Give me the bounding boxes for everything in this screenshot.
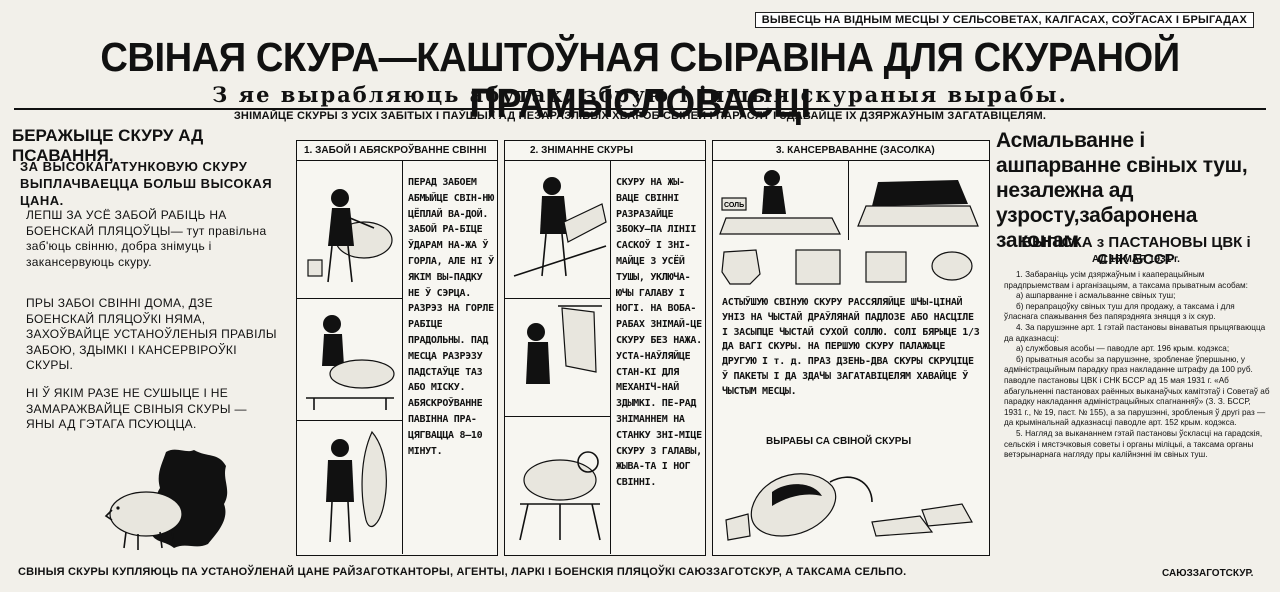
salting-illustration: СОЛЬ: [719, 170, 841, 235]
section-3-title: 3. КАНСЕРВАВАННЕ (ЗАСОЛКА): [776, 145, 935, 156]
law-paragraph-1: 1. Забараніць усім дзяржаўным і кааперац…: [1004, 270, 1248, 290]
extract-title: ВЫПІСКА з ПАСТАНОВЫ ЦВК і СНК БССР: [1021, 234, 1251, 268]
law-paragraph-4: 4. За парушэнне арт. 1 гэтай пастановы в…: [1004, 322, 1266, 343]
section-2-text: СКУРУ НА ЖЫ-ВАЦЕ СВІННІ РАЗРАЗАЙЦЕ ЗБОКУ…: [616, 177, 702, 489]
left-subtitle: ЗА ВЫСОКАГАТУНКОВУЮ СКУРУ ВЫПЛАЧВАЕЦЦА Б…: [20, 159, 273, 208]
section-1-divider: [402, 160, 403, 554]
leather-products-illustration: [725, 473, 973, 541]
subheadline: З яе вырабляюць абутак, збрую і іншыя ск…: [212, 82, 1068, 107]
hanging-skinning-illustration: [526, 305, 602, 384]
bleeding-illustration: [306, 315, 395, 410]
section-3-title-rule: [712, 160, 990, 161]
pig-and-hide-illustration: [104, 449, 228, 550]
machine-skinning-illustration: [519, 451, 601, 541]
rolled-hides-illustration: [721, 249, 973, 285]
signature: САЮЗЗАГОТСКУР.: [1162, 568, 1254, 579]
section-1-panel-rule-1: [296, 298, 402, 299]
section-3-image-divider: [848, 160, 849, 240]
law-paragraph-1b: б) перапрацоўку свіных туш для продажу, …: [1004, 301, 1235, 322]
law-extract: 1. Забараніць усім дзяржаўным і кааперац…: [1004, 270, 1270, 461]
stacked-hides-illustration: [857, 180, 979, 227]
skinning-illustration: [513, 177, 607, 277]
section-2-title: 2. ЗНІМАННЕ СКУРЫ: [530, 145, 634, 156]
headline: СВІНАЯ СКУРА—КАШТОЎНАЯ СЫРАВІНА ДЛЯ СКУР…: [100, 34, 1180, 126]
header-rule: [14, 108, 1266, 110]
section-1-text: ПЕРАД ЗАБОЕМ АБМЫЙЦЕ СВІН-НЮ ЦЁПЛАЙ ВА-Д…: [408, 177, 494, 457]
salt-box-label: СОЛЬ: [724, 202, 744, 209]
slaughter-illustration: [307, 189, 393, 283]
section-1-title: 1. ЗАБОЙ І АБЯСКРОЎВАННЕ СВІННІ: [304, 145, 487, 156]
right-headline: Асмальванне і ашпарванне свіных туш, нез…: [996, 129, 1248, 252]
law-paragraph-4a: а) службовыя асобы — паводле арт. 196 кр…: [1016, 344, 1230, 354]
section-2-divider: [610, 160, 611, 554]
left-paragraph-1: ЛЕПШ ЗА УСЁ ЗАБОЙ РАБІЦЬ НА БОЕНСКАЙ ПЛЯ…: [26, 208, 267, 269]
section-3-text: АСТЫЎШУЮ СВІНУЮ СКУРУ РАССЯЛЯЙЦЕ ШЧЫ-ЦІН…: [722, 297, 980, 397]
bottom-line: СВІНЫЯ СКУРЫ КУПЛЯЮЦЬ ПА УСТАНОЎЛЕНАЙ ЦА…: [18, 566, 907, 578]
section-1-title-rule: [296, 160, 498, 161]
instruction-line: ЗНІМАЙЦЕ СКУРЫ З УСІХ ЗАБІТЫХ І ПАЎШЫХ А…: [233, 110, 1047, 122]
law-paragraph-5: 5. Нагляд за выкананнем гэтай пастановы …: [1004, 428, 1263, 460]
law-paragraph-1a: а) ашпарванне і асмальванне свіных туш;: [1016, 291, 1176, 301]
left-paragraph-3: НІ Ў ЯКІМ РАЗЕ НЕ СУШЫЦЕ І НЕ ЗАМАРАЖВАЙ…: [26, 386, 247, 431]
section-2-title-rule: [504, 160, 706, 161]
section-2-panel-rule-1: [504, 298, 610, 299]
left-title: БЕРАЖЫЦЕ СКУРУ АД ПСАВАННЯ,: [12, 126, 204, 165]
top-note: ВЫВЕСЦЬ НА ВІДНЫМ МЕСЦЫ У СЕЛЬСОВЕТАХ, К…: [754, 12, 1254, 28]
section-1-panel-rule-2: [296, 420, 402, 421]
section-2-panel-rule-2: [504, 416, 610, 417]
products-title: ВЫРАБЫ СА СВІНОЙ СКУРЫ: [766, 436, 912, 447]
left-paragraph-2: ПРЫ ЗАБОІ СВІННІ ДОМА, ДЗЕ БОЕНСКАЙ ПЛЯЦ…: [26, 296, 277, 372]
extract-date: АД 15 МАЯ 1931 г.: [1092, 254, 1180, 265]
law-paragraph-4b: б) прыватныя асобы за парушэнне, зроблен…: [1004, 354, 1270, 428]
hanging-carcass-illustration: [326, 430, 387, 543]
